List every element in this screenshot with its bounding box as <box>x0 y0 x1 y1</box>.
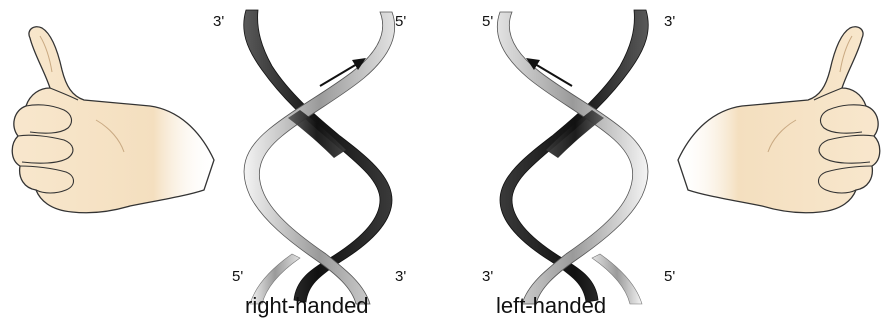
right-handed-helix: 3' 5' 5' 3' right-handed <box>213 9 406 318</box>
helix-strand-light-tail <box>249 253 301 305</box>
helix-caption: left-handed <box>496 293 606 318</box>
end-label-bottom-left: 3' <box>482 268 493 285</box>
direction-arrow-icon <box>319 58 366 87</box>
end-label-top-right: 3' <box>664 13 675 30</box>
helix-strand-light <box>243 11 396 305</box>
direction-arrow-icon <box>526 58 573 87</box>
helix-strand-dark-front <box>288 110 346 158</box>
helix-caption: right-handed <box>245 293 369 318</box>
end-label-top-left: 3' <box>213 13 224 30</box>
left-handed-helix: 5' 3' 3' 5' left-handed <box>482 9 675 318</box>
helix-strand-light <box>496 11 649 305</box>
end-label-bottom-left: 5' <box>232 268 243 285</box>
end-label-bottom-right: 3' <box>395 268 406 285</box>
end-label-top-right: 5' <box>395 13 406 30</box>
left-thumb-up-hand-icon <box>677 26 881 214</box>
right-thumb-up-hand-icon <box>11 26 215 214</box>
helix-strand-light-tail <box>591 253 643 305</box>
helix-strand-dark-front <box>546 110 604 158</box>
end-label-top-left: 5' <box>482 13 493 30</box>
end-label-bottom-right: 5' <box>664 268 675 285</box>
